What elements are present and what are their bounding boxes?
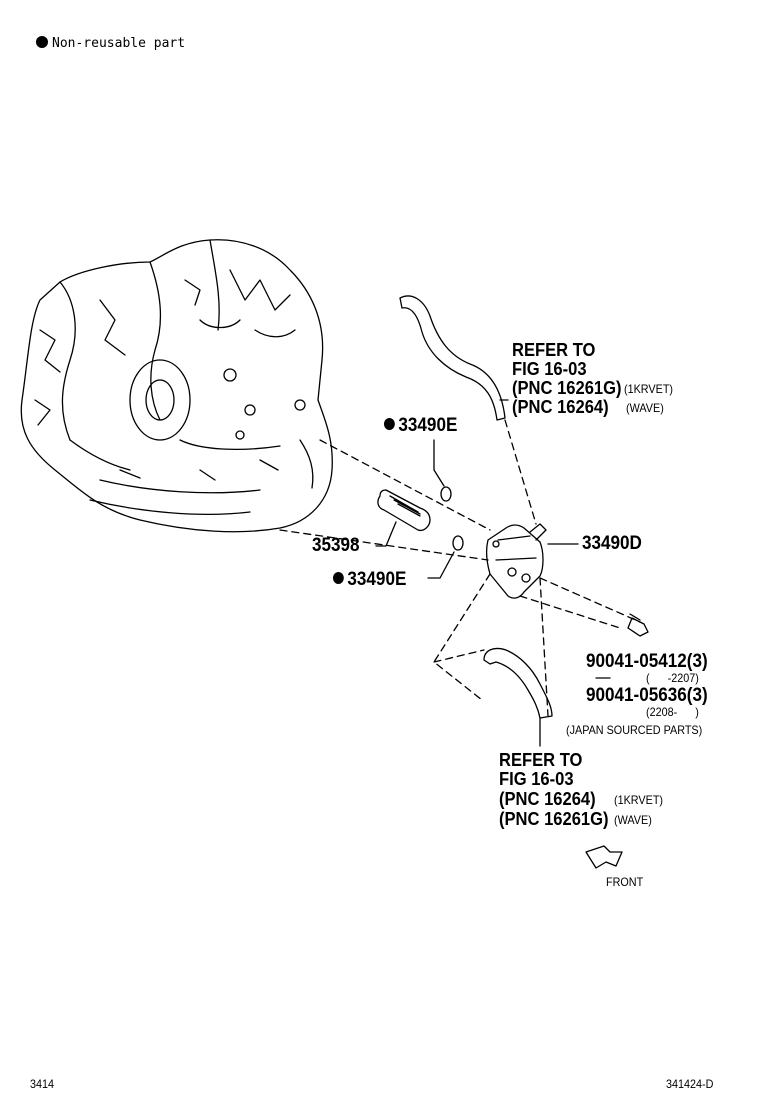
callout-bolt-2-note: (2208- ): [646, 705, 699, 719]
non-reusable-marker-icon: [333, 571, 344, 584]
footer-right: 341424-D: [666, 1077, 714, 1091]
callout-cooler: 33490D: [582, 533, 642, 554]
gasket-lower: [452, 535, 464, 551]
refer-upper-line2: FIG 16-03: [512, 359, 587, 379]
refer-upper-line4: (PNC 16264): [512, 397, 609, 417]
refer-upper-line3-note: (1KRVET): [624, 382, 674, 396]
callout-pipe: 35398: [312, 535, 360, 556]
footer-left: 3414: [30, 1077, 55, 1091]
callout-bolt-1-note: ( -2207): [646, 671, 699, 685]
legend-text: Non-reusable part: [52, 36, 186, 51]
lower-hose: [483, 647, 553, 719]
refer-lower-line4: (PNC 16261G): [499, 809, 609, 829]
legend: Non-reusable part: [36, 35, 186, 51]
leader-lines: [375, 399, 611, 747]
callout-bolt-source: (JAPAN SOURCED PARTS): [566, 723, 703, 737]
bolt: [627, 613, 649, 637]
callout-bolt-1: 90041-05412(3): [586, 651, 708, 672]
non-reusable-marker-icon: [384, 417, 395, 430]
upper-hose: [399, 295, 506, 421]
refer-lower-line3-note: (1KRVET): [614, 793, 664, 807]
non-reusable-marker-icon: [36, 35, 48, 48]
refer-lower-line4-note: (WAVE): [614, 813, 652, 827]
front-label: FRONT: [606, 875, 644, 889]
callout-bolt-2: 90041-05636(3): [586, 685, 708, 706]
front-arrow-icon: [585, 845, 623, 869]
assembly-guide-lines: [279, 419, 641, 717]
pipe-35398: [377, 489, 431, 532]
refer-upper-line1: REFER TO: [512, 340, 596, 360]
refer-lower-line1: REFER TO: [499, 750, 583, 770]
gasket-upper: [440, 486, 452, 502]
callout-gasket-upper: 33490E: [384, 416, 457, 435]
transaxle-assembly: [20, 239, 333, 533]
refer-upper-line4-note: (WAVE): [626, 401, 664, 415]
refer-upper-line3: (PNC 16261G): [512, 378, 622, 398]
refer-lower-line2: FIG 16-03: [499, 769, 574, 789]
oil-cooler-33490D: [486, 523, 547, 599]
callout-gasket-lower: 33490E: [333, 570, 406, 589]
refer-lower-line3: (PNC 16264): [499, 789, 596, 809]
